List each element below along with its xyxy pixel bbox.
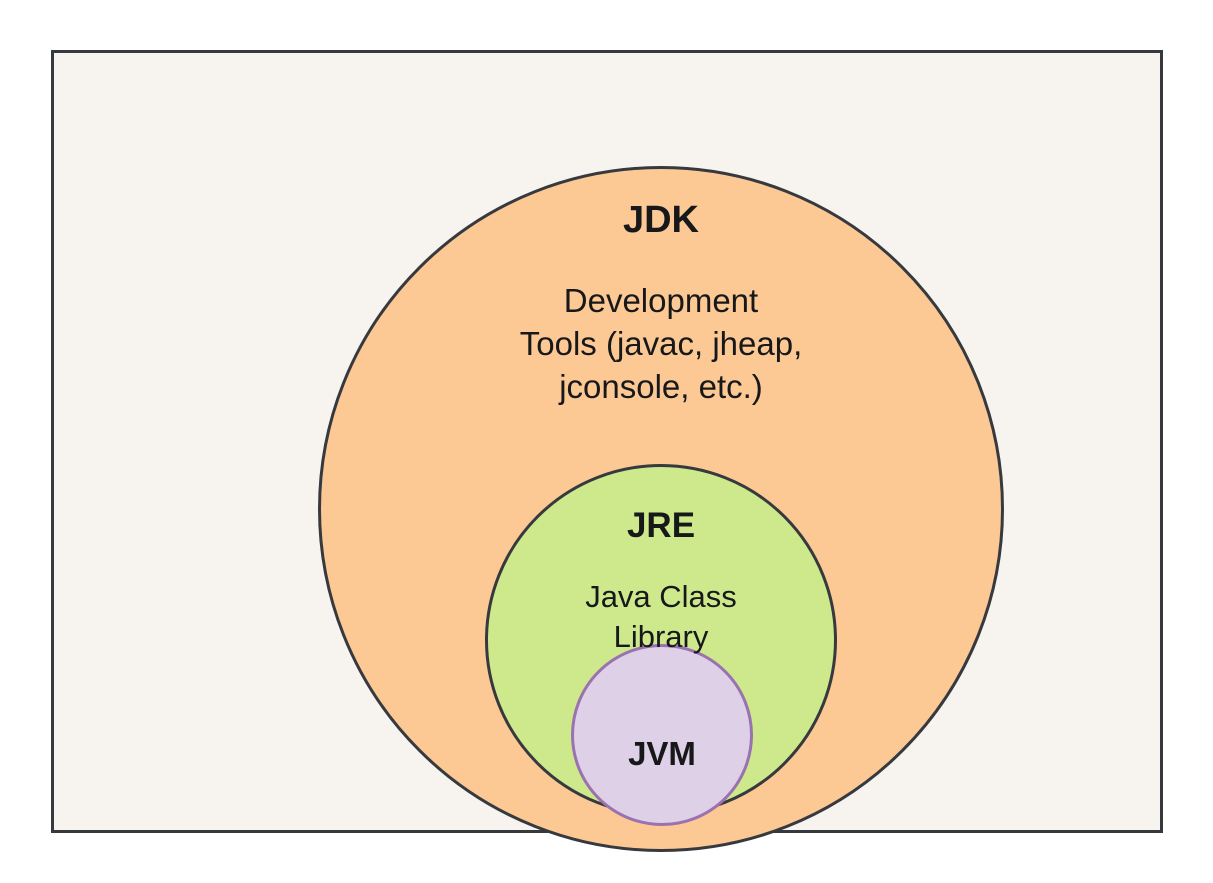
jre-title: JRE: [626, 505, 696, 545]
jvm-label-group: JVM: [571, 712, 753, 796]
jre-description: Java Class Library: [585, 579, 737, 655]
jdk-label-group: JDK Development Tools (javac, jheap, jco…: [388, 175, 934, 429]
diagram-frame: JDK Development Tools (javac, jheap, jco…: [51, 50, 1163, 852]
jdk-description: Development Tools (javac, jheap, jconsol…: [519, 281, 803, 405]
jvm-circle: [571, 644, 753, 826]
jdk-title: JDK: [622, 198, 700, 241]
jre-label-group: JRE Java Class Library: [501, 482, 821, 678]
jvm-title: JVM: [628, 734, 696, 772]
